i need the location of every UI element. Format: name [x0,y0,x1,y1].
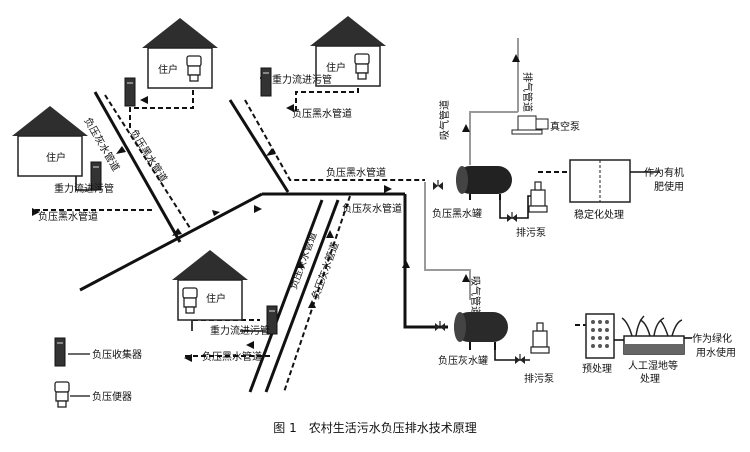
house-3: 住户 [11,105,89,177]
label-neg-grey-1: 负压灰水管道 [342,202,402,215]
stabilization-tank [569,159,631,203]
label-greening-2: 用水使用 [696,346,736,359]
label-gravity-sewage-3: 重力流进污管 [210,324,270,337]
label-black-tank: 负压黑水罐 [432,207,482,220]
label-neg-grey-diag-1: 负压灰水管道 [81,115,122,173]
vacuum-lines [424,38,519,300]
label-drain-pump-2: 排污泵 [524,372,554,385]
legend-collector-icon [54,337,66,367]
valve-icon [432,179,444,191]
label-vacuum-pump: 真空泵 [550,120,580,133]
valve-icon [434,320,446,332]
label-fertilizer-1: 作为有机 [644,166,684,179]
house-label: 住户 [206,292,226,305]
label-gravity-sewage-1: 重力流进污管 [54,182,114,195]
label-stabilize: 稳定化处理 [574,208,624,221]
figure-caption: 图 1 农村生活污水负压排水技术原理 [273,421,476,435]
label-suction-1: 吸气管道 [438,100,451,140]
label-neg-black-1: 负压黑水管道 [38,210,98,223]
label-wetland-1: 人工湿地等 [628,359,678,372]
flow-arrows [32,54,520,362]
drain-pump-icon-2 [530,322,550,354]
vacuum-pump-icon [511,115,549,135]
legend: 负压收集器 负压便器 [54,337,142,408]
grey-water-tank [454,312,508,350]
wetland-unit [621,315,685,355]
label-wetland-2: 处理 [640,373,660,385]
label-fertilizer-2: 肥使用 [654,180,684,193]
house-label: 住户 [46,151,66,164]
house-1: 住户 [141,17,219,89]
drain-pump-icon-1 [528,181,548,213]
label-gravity-sewage-2: 重力流进污管 [272,73,332,86]
label-grey-tank: 负压灰水罐 [438,354,488,367]
pretreat-unit [585,313,615,359]
label-neg-black-3: 负压黑水管道 [326,166,386,179]
house-label: 住户 [326,61,346,74]
valve-icon [514,353,526,365]
main-pipes [79,91,448,393]
label-pretreat: 预处理 [582,363,612,375]
label-greening-1: 作为绿化 [692,332,732,345]
label-neg-black-4: 负压黑水管道 [202,350,262,363]
house-label: 住户 [158,63,178,76]
label-neg-black-diag-1: 负压黑水管道 [127,127,170,185]
black-drain-pipe [499,195,534,219]
label-drain-pump-1: 排污泵 [516,226,546,239]
legend-toilet-icon [54,381,70,408]
house-2: 住户 [309,15,387,87]
label-suction-2: 吸气管道 [469,276,482,316]
legend-toilet-label: 负压便器 [92,390,132,403]
label-neg-black-2: 负压黑水管道 [292,107,352,120]
legend-collector-label: 负压收集器 [92,348,142,361]
label-exhaust: 排气管道 [521,72,534,112]
house-4: 住户 [171,249,249,321]
valve-icon [506,211,518,223]
black-water-tank [456,166,512,200]
